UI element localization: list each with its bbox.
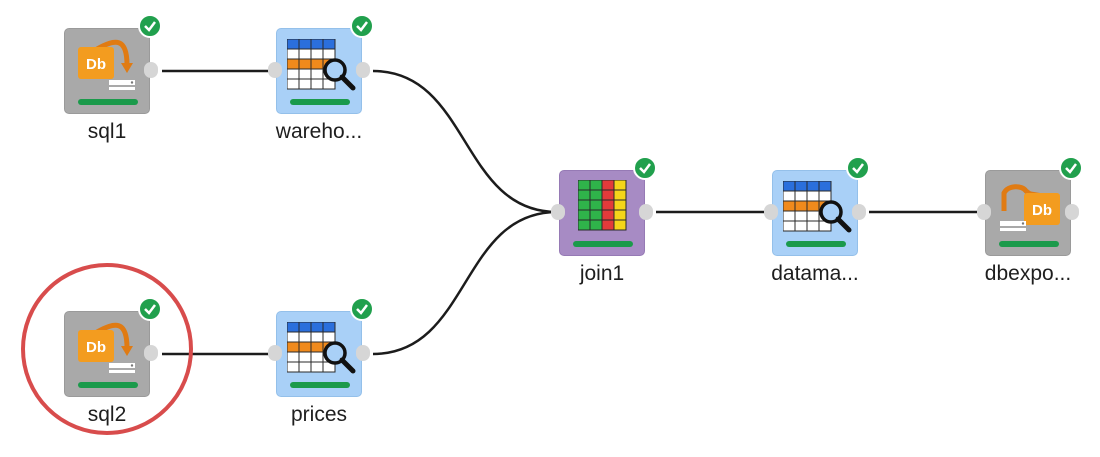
output-port[interactable]: [639, 204, 653, 220]
join-table-icon: [578, 180, 627, 231]
success-check-icon: [846, 156, 870, 180]
node-prices[interactable]: prices: [268, 297, 374, 426]
node-tile[interactable]: Db: [64, 28, 150, 114]
status-bar: [999, 241, 1059, 247]
node-label: wareho...: [275, 120, 363, 143]
status-bar: [573, 241, 633, 247]
status-bar: [290, 99, 350, 105]
success-check-icon: [138, 14, 162, 38]
node-tile[interactable]: Db: [64, 311, 150, 397]
selection-highlight-ring: [21, 263, 193, 435]
status-bar: [786, 241, 846, 247]
db-source-icon: Db: [78, 322, 135, 373]
output-port[interactable]: [1065, 204, 1079, 220]
node-label: prices: [290, 403, 348, 426]
input-port[interactable]: [977, 204, 991, 220]
db-icon-text: Db: [1032, 202, 1052, 219]
db-source-icon: Db: [78, 39, 135, 90]
node-datamart[interactable]: datama...: [764, 156, 870, 285]
output-port[interactable]: [356, 345, 370, 361]
node-label: sql1: [87, 120, 127, 143]
output-port[interactable]: [356, 62, 370, 78]
output-port[interactable]: [144, 62, 158, 78]
node-tile[interactable]: [772, 170, 858, 256]
status-bar: [78, 99, 138, 105]
output-port[interactable]: [852, 204, 866, 220]
table-view-icon: [287, 39, 356, 91]
node-join1[interactable]: join1: [551, 156, 657, 285]
success-check-icon: [138, 297, 162, 321]
output-port[interactable]: [144, 345, 158, 361]
status-bar: [290, 382, 350, 388]
node-sql2[interactable]: Db sql2: [64, 297, 162, 426]
node-label: datama...: [771, 262, 859, 285]
input-port[interactable]: [764, 204, 778, 220]
node-label: join1: [579, 262, 625, 285]
success-check-icon: [350, 14, 374, 38]
node-label: dbexpo...: [984, 262, 1072, 285]
status-bar: [78, 382, 138, 388]
db-icon-text: Db: [86, 339, 106, 356]
success-check-icon: [633, 156, 657, 180]
node-tile[interactable]: [559, 170, 645, 256]
node-sql1[interactable]: Db sql1: [64, 14, 162, 143]
edge-prices-join1[interactable]: [372, 210, 558, 356]
node-label: sql2: [87, 403, 127, 426]
input-port[interactable]: [268, 62, 282, 78]
node-tile[interactable]: Db: [985, 170, 1071, 256]
input-port[interactable]: [268, 345, 282, 361]
node-tile[interactable]: [276, 28, 362, 114]
node-warehouse[interactable]: wareho...: [268, 14, 374, 143]
table-view-icon: [783, 181, 852, 233]
success-check-icon: [350, 297, 374, 321]
success-check-icon: [1059, 156, 1083, 180]
table-view-icon: [287, 322, 356, 374]
db-export-icon: Db: [1000, 184, 1060, 231]
input-port[interactable]: [551, 204, 565, 220]
db-icon-text: Db: [86, 56, 106, 73]
edge-warehouse-join1[interactable]: [372, 69, 558, 214]
node-dbexport[interactable]: Db dbexpo...: [977, 156, 1083, 285]
node-tile[interactable]: [276, 311, 362, 397]
